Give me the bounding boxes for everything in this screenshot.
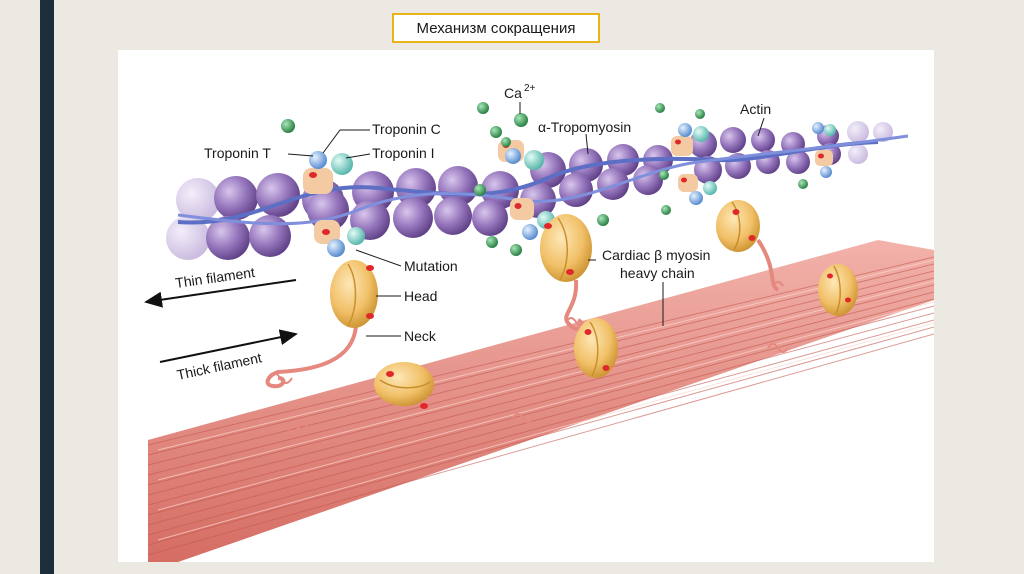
thin-filament: [166, 121, 909, 260]
myosin-coils: [267, 281, 789, 433]
slide-side-bar: [40, 0, 54, 574]
label-ca: Ca: [504, 85, 522, 101]
label-troponin-t: Troponin T: [204, 145, 271, 161]
thin-filament-arrow: [144, 279, 297, 308]
label-myosin-line1: Cardiac β myosin: [602, 247, 710, 263]
label-ca-superscript: 2+: [524, 83, 536, 94]
myosin-head-mutations: [366, 209, 851, 409]
label-troponin-c: Troponin C: [372, 121, 441, 137]
leader-lines: [287, 102, 765, 337]
contraction-diagram: Ca 2+ α-Tropomyosin Actin Troponin C Tro…: [144, 83, 934, 562]
diagram-panel: Ca 2+ α-Tropomyosin Actin Troponin C Tro…: [118, 50, 934, 562]
thick-filament-arrow: [159, 329, 298, 363]
label-tropomyosin: α-Tropomyosin: [538, 119, 631, 135]
label-actin: Actin: [740, 101, 771, 117]
label-myosin-line2: heavy chain: [620, 265, 695, 281]
label-mutation: Mutation: [404, 258, 458, 274]
label-troponin-i: Troponin I: [372, 145, 435, 161]
thick-filament-bundle: [147, 240, 934, 562]
slide-title-box: Механизм сокращения: [392, 13, 600, 43]
calcium-ions: [281, 102, 808, 256]
label-thick-filament: Thick filament: [175, 349, 263, 383]
label-head: Head: [404, 288, 437, 304]
slide-title: Механизм сокращения: [416, 19, 576, 37]
label-neck: Neck: [404, 328, 437, 344]
troponin-complex-2: [498, 140, 555, 240]
